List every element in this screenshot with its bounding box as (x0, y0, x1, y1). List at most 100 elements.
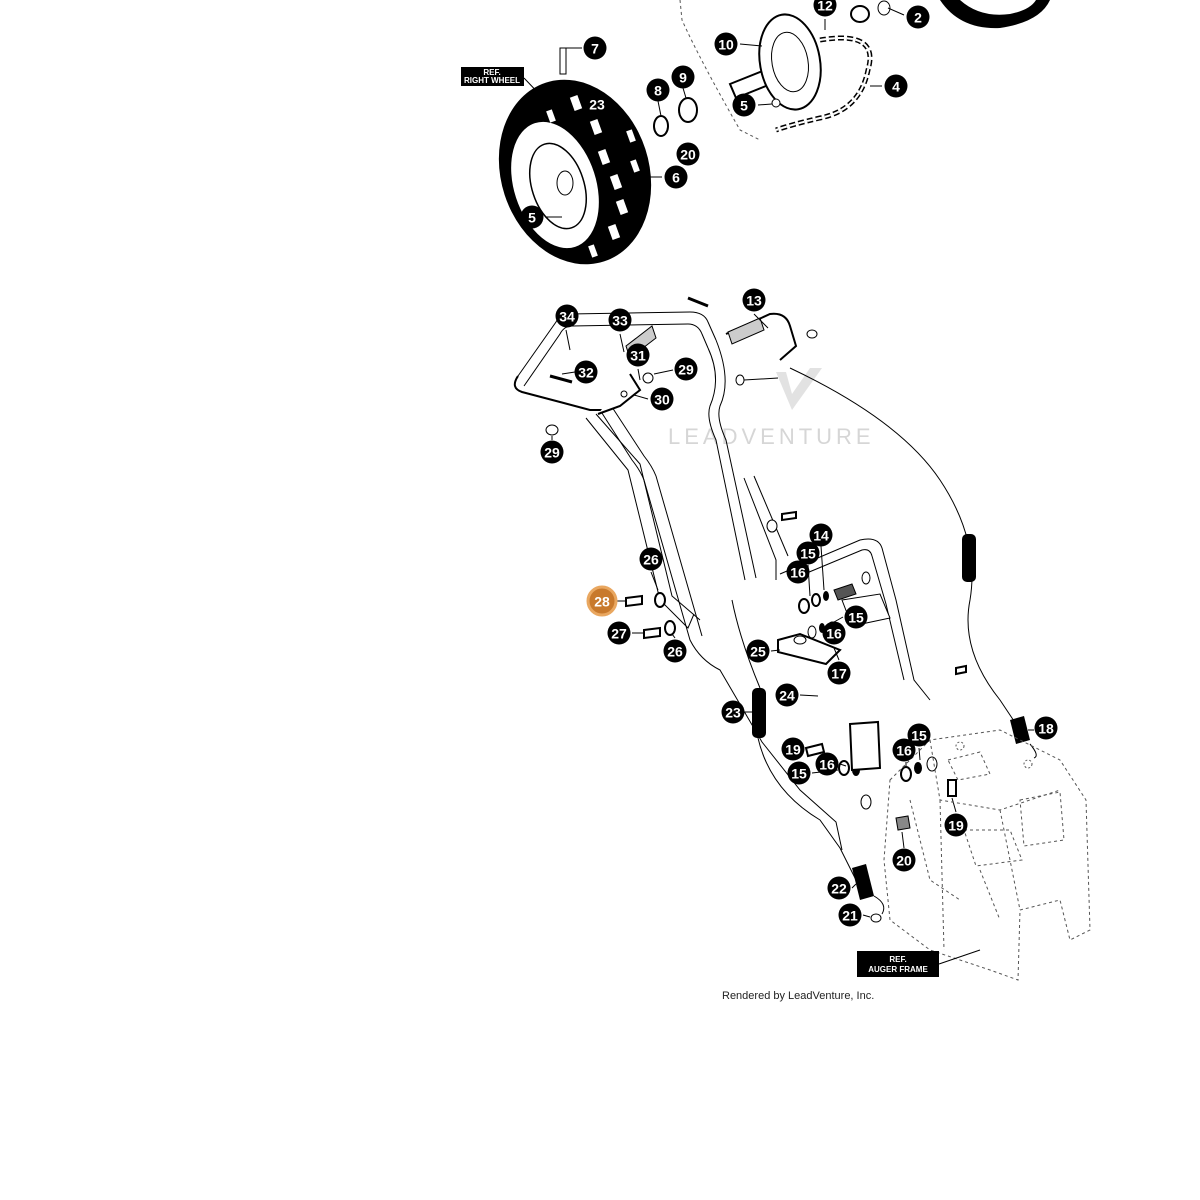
callout-30[interactable]: 30 (650, 387, 674, 411)
callout-5[interactable]: 5 (520, 205, 544, 229)
callout-27[interactable]: 27 (607, 621, 631, 645)
callout-number: 32 (578, 365, 594, 381)
callout-23[interactable]: 23 (585, 92, 609, 116)
svg-text:REF.: REF. (889, 955, 906, 964)
callout-24[interactable]: 24 (775, 683, 799, 707)
callout-number: 16 (790, 565, 806, 581)
callout-15[interactable]: 15 (907, 723, 931, 747)
callout-badge (844, 605, 868, 629)
callout-2[interactable]: 2 (906, 5, 930, 29)
callout-badge (906, 5, 930, 29)
callout-33[interactable]: 33 (608, 308, 632, 332)
callout-12[interactable]: 12 (813, 0, 837, 17)
callout-5[interactable]: 5 (732, 93, 756, 117)
svg-text:RIGHT WHEEL: RIGHT WHEEL (464, 76, 520, 85)
auger-frame: REF. AUGER FRAME (857, 729, 1091, 981)
callout-28-selected[interactable]: 28 (586, 585, 618, 617)
callout-15[interactable]: 15 (796, 541, 820, 565)
callout-26[interactable]: 26 (663, 639, 687, 663)
callout-23[interactable]: 23 (721, 700, 745, 724)
callout-26[interactable]: 26 (639, 547, 663, 571)
callout-number: 23 (725, 705, 741, 721)
callout-32[interactable]: 32 (574, 360, 598, 384)
callout-8[interactable]: 8 (646, 78, 670, 102)
callout-number: 31 (630, 348, 646, 364)
callout-15[interactable]: 15 (787, 761, 811, 785)
callout-number: 15 (848, 610, 864, 626)
callout-18[interactable]: 18 (1034, 716, 1058, 740)
callout-number: 15 (791, 766, 807, 782)
callout-20[interactable]: 20 (676, 142, 700, 166)
callout-14[interactable]: 14 (809, 523, 833, 547)
callout-number: 15 (800, 546, 816, 562)
callout-16[interactable]: 16 (822, 621, 846, 645)
callout-19[interactable]: 19 (781, 737, 805, 761)
callout-number: 26 (643, 552, 659, 568)
callout-badge (822, 621, 846, 645)
callout-22[interactable]: 22 (827, 876, 851, 900)
callout-9[interactable]: 9 (671, 65, 695, 89)
callout-16[interactable]: 16 (786, 560, 810, 584)
callout-badge (721, 700, 745, 724)
callout-number: 16 (896, 743, 912, 759)
callout-badge (585, 92, 609, 116)
callout-badge (586, 585, 618, 617)
wheel-assembly: REF. RIGHT WHEEL (461, 0, 1050, 265)
callout-badge (626, 343, 650, 367)
callout-badge (676, 142, 700, 166)
callout-number: 34 (559, 309, 575, 325)
callout-20[interactable]: 20 (892, 848, 916, 872)
callout-16[interactable]: 16 (815, 752, 839, 776)
credit-text: Rendered by LeadVenture, Inc. (722, 990, 874, 1002)
callout-10[interactable]: 10 (714, 32, 738, 56)
callout-badge (838, 903, 862, 927)
callout-badge (732, 93, 756, 117)
callout-number: 6 (672, 170, 680, 186)
callout-29[interactable]: 29 (540, 440, 564, 464)
callout-badge (671, 65, 695, 89)
callout-number: 21 (842, 908, 858, 924)
callout-number: 9 (679, 70, 687, 86)
callout-25[interactable]: 25 (746, 639, 770, 663)
callout-badge (827, 876, 851, 900)
callout-badge (650, 387, 674, 411)
callout-21[interactable]: 21 (838, 903, 862, 927)
callout-29[interactable]: 29 (674, 357, 698, 381)
callout-number: 33 (612, 313, 628, 329)
callout-31[interactable]: 31 (626, 343, 650, 367)
callout-number: 18 (1038, 721, 1054, 737)
callout-badge (775, 683, 799, 707)
callout-19[interactable]: 19 (944, 813, 968, 837)
callout-badge (892, 848, 916, 872)
callout-34[interactable]: 34 (555, 304, 579, 328)
callout-number: 29 (544, 445, 560, 461)
callout-6[interactable]: 6 (664, 165, 688, 189)
callout-badge (639, 547, 663, 571)
watermark: LEADVENTURE (668, 368, 871, 449)
callout-7[interactable]: 7 (583, 36, 607, 60)
callout-number: 2 (914, 10, 922, 26)
callout-number: 7 (591, 41, 599, 57)
callout-13[interactable]: 13 (742, 288, 766, 312)
callout-number: 5 (528, 210, 536, 226)
callout-16[interactable]: 16 (892, 738, 916, 762)
callout-badge (583, 36, 607, 60)
callout-badge (746, 639, 770, 663)
callout-badge (664, 165, 688, 189)
callout-badge (892, 738, 916, 762)
callout-badge (944, 813, 968, 837)
svg-text:REF.: REF. (483, 68, 500, 77)
callout-badge (796, 541, 820, 565)
callout-number: 29 (678, 362, 694, 378)
svg-text:AUGER FRAME: AUGER FRAME (868, 965, 928, 974)
callout-17[interactable]: 17 (827, 661, 851, 685)
callout-number: 4 (892, 79, 900, 95)
callout-15[interactable]: 15 (844, 605, 868, 629)
callout-badge (827, 661, 851, 685)
callout-4[interactable]: 4 (884, 74, 908, 98)
callout-badge (884, 74, 908, 98)
callout-number: 20 (680, 147, 696, 163)
callout-number: 28 (594, 594, 610, 610)
